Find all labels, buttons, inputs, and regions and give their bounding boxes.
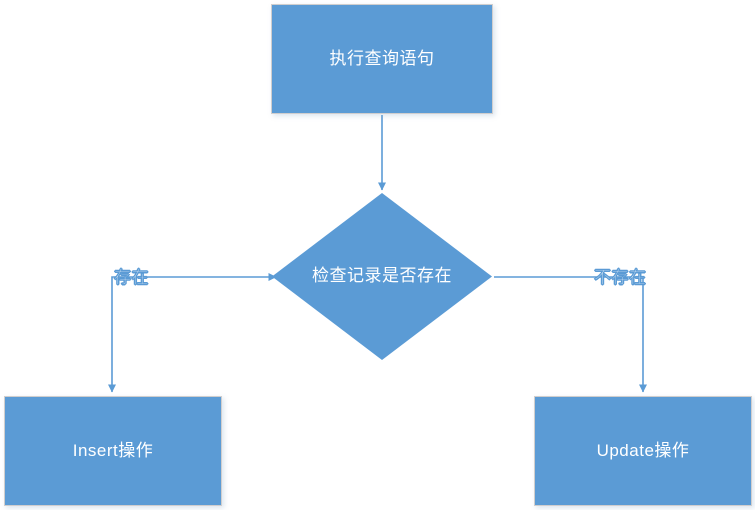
node-label: 执行查询语句 — [329, 48, 435, 68]
node-label: Insert操作 — [72, 440, 154, 460]
node-check-record-exists[interactable]: 检查记录是否存在 — [272, 193, 492, 360]
node-update-operation[interactable]: Update操作 — [534, 396, 752, 506]
edge-label-not-exists: 不存在 — [594, 268, 647, 288]
node-label: Update操作 — [596, 440, 690, 460]
node-insert-operation[interactable]: Insert操作 — [4, 396, 222, 506]
connector-check-to-update — [494, 276, 647, 393]
node-label: 检查记录是否存在 — [312, 266, 452, 286]
edge-label-exists: 存在 — [114, 268, 150, 288]
node-execute-query[interactable]: 执行查询语句 — [271, 4, 493, 114]
connector-check-to-insert — [108, 273, 277, 393]
